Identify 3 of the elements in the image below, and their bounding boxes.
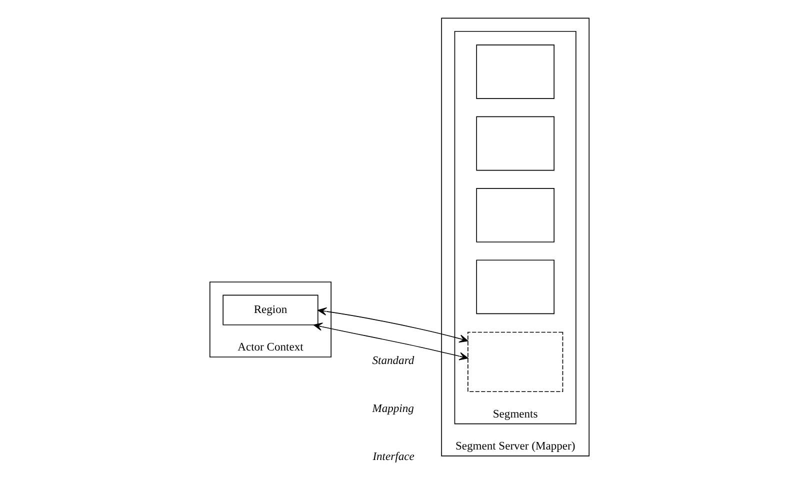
label: Standard	[372, 355, 414, 368]
label: Interface	[372, 450, 414, 463]
label: Mapping	[372, 402, 414, 415]
